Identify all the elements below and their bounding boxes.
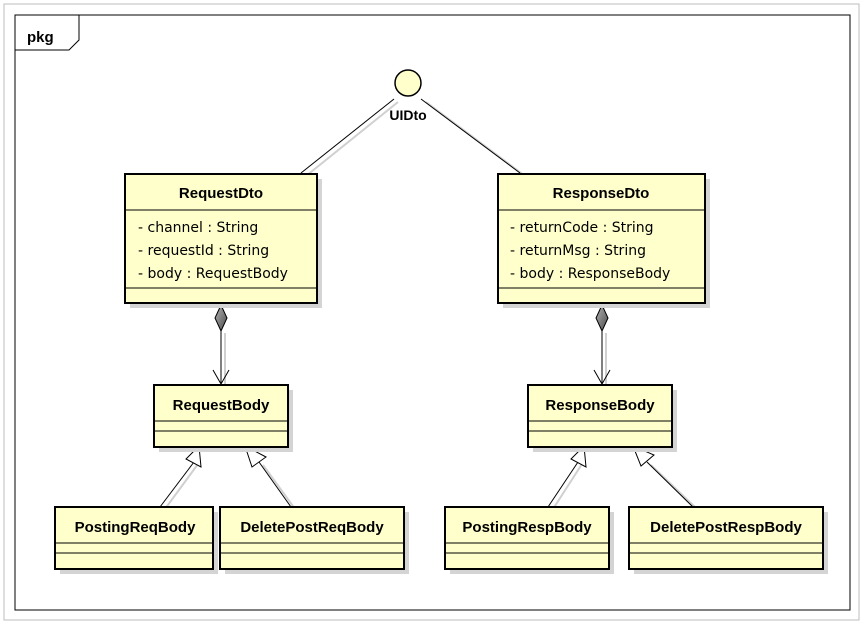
generalization-posting-resp-body: [547, 444, 587, 510]
class-posting-resp-body: PostingRespBody: [444, 506, 614, 574]
class-response-body: ResponseBody: [527, 384, 677, 452]
realization-request-dto: [300, 98, 399, 177]
package-frame: pkg: [14, 14, 851, 611]
class-name: PostingReqBody: [75, 519, 196, 536]
attribute-channel: - channel : String: [138, 220, 258, 236]
attribute-request-id: - requestId : String: [138, 243, 269, 259]
composition-diamond-icon: [595, 303, 609, 333]
class-response-dto: ResponseDto - returnCode : String - retu…: [497, 173, 710, 308]
class-name: RequestDto: [179, 185, 263, 202]
interface-name: UIDto: [389, 107, 426, 123]
class-name: DeletePostReqBody: [240, 519, 384, 536]
attribute-body: - body : ResponseBody: [510, 266, 670, 282]
class-name: PostingRespBody: [462, 519, 592, 536]
class-request-dto: RequestDto - channel : String - requestI…: [124, 173, 322, 308]
interface-uidto: UIDto: [389, 69, 427, 123]
class-name: ResponseBody: [545, 397, 655, 414]
attribute-body: - body : RequestBody: [138, 266, 288, 282]
interface-circle-icon: [394, 69, 422, 97]
attribute-return-code: - returnCode : String: [510, 220, 654, 236]
class-delete-post-req-body: DeletePostReqBody: [219, 506, 409, 574]
class-name: DeletePostRespBody: [650, 519, 802, 536]
realization-response-dto: [420, 98, 526, 177]
class-name: RequestBody: [173, 397, 270, 414]
composition-diamond-icon: [214, 303, 228, 333]
attribute-return-msg: - returnMsg : String: [510, 243, 646, 259]
class-posting-req-body: PostingReqBody: [54, 506, 218, 574]
class-name: ResponseDto: [553, 185, 650, 202]
class-request-body: RequestBody: [153, 384, 293, 452]
class-delete-post-resp-body: DeletePostRespBody: [628, 506, 828, 574]
package-label: pkg: [27, 29, 54, 46]
